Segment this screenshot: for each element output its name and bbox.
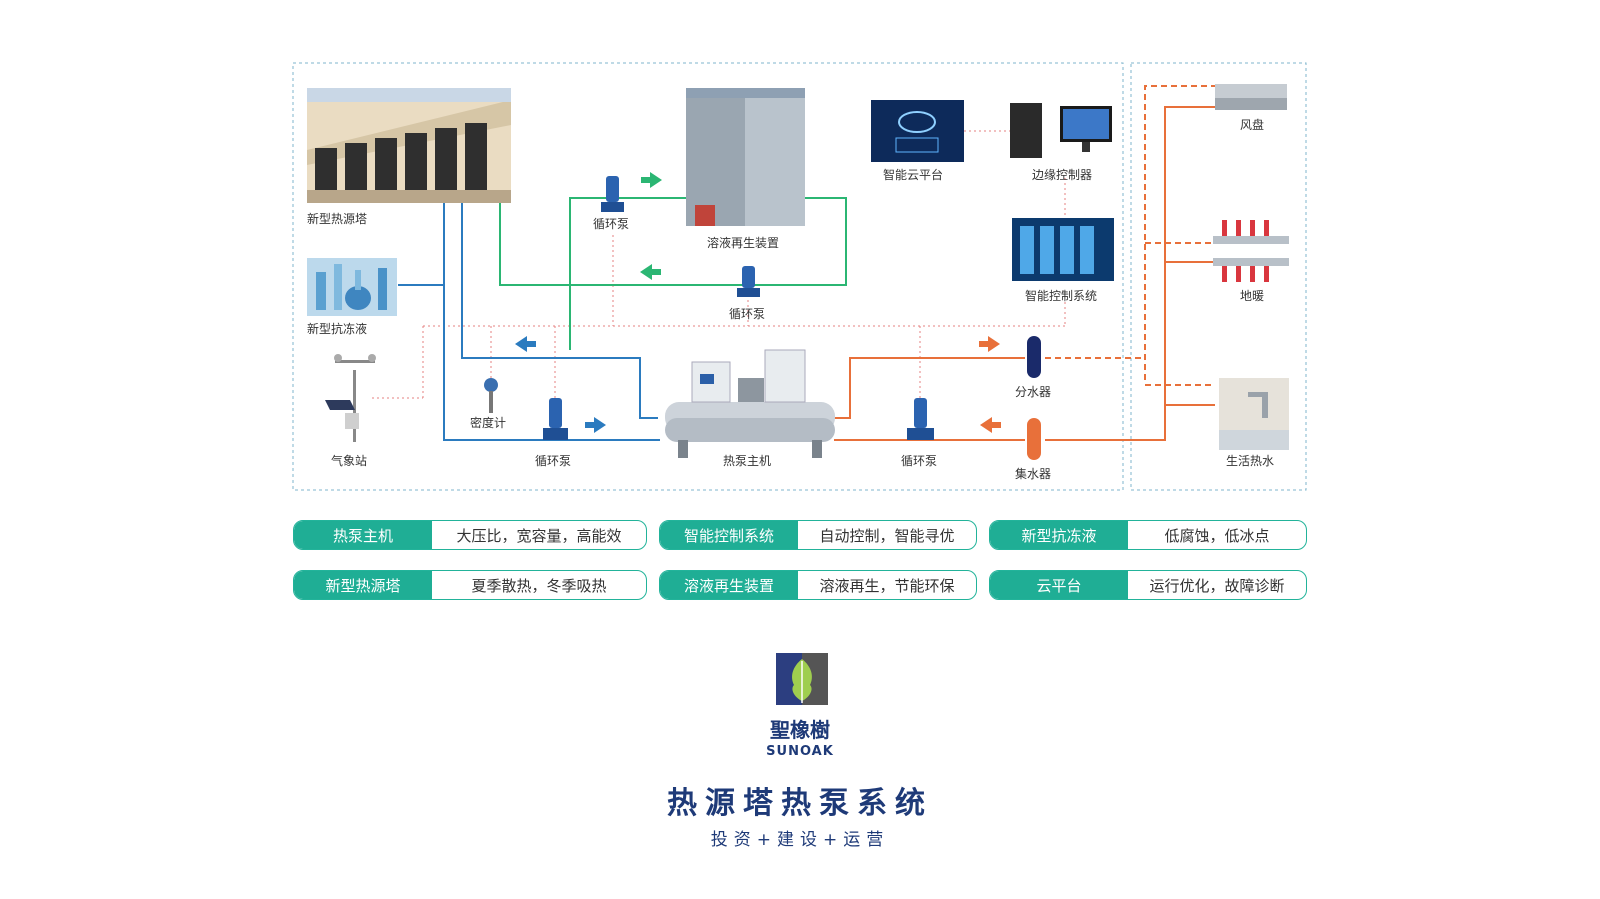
floorheat-image [1213, 220, 1289, 282]
control-lines [372, 130, 1066, 400]
pump-left-image [543, 398, 568, 440]
label-pump-left: 循环泵 [535, 454, 572, 468]
label-pump-right: 循环泵 [901, 454, 938, 468]
feature-value: 低腐蚀，低冰点 [1164, 526, 1270, 545]
smart-control-image [1012, 218, 1114, 281]
feature-value: 大压比，宽容量，高能效 [456, 526, 622, 545]
feature-key: 新型抗冻液 [990, 521, 1128, 549]
heat-source-tower-image [307, 88, 511, 203]
feature-antifreeze: 新型抗冻液 低腐蚀，低冰点 [989, 520, 1307, 550]
feature-cloud: 云平台 运行优化，故障诊断 [989, 570, 1307, 600]
feature-value: 溶液再生，节能环保 [819, 576, 955, 595]
system-title: 热源塔热泵系统 [667, 786, 933, 821]
feature-value: 自动控制，智能寻优 [819, 526, 955, 545]
weather-station-image [325, 354, 376, 442]
feature-key: 云平台 [990, 571, 1128, 599]
feature-value: 运行优化，故障诊断 [1149, 576, 1285, 595]
antifreeze-image [307, 258, 397, 316]
regeneration-pipes [499, 197, 847, 350]
label-collector: 集水器 [1015, 467, 1052, 481]
label-regen: 溶液再生装置 [707, 236, 780, 250]
density-meter-image [484, 378, 498, 413]
label-antifreeze: 新型抗冻液 [307, 322, 368, 336]
terminal-frame [1130, 62, 1307, 491]
main-frame [292, 62, 1124, 491]
feature-key: 溶液再生装置 [660, 571, 798, 599]
label-weather: 气象站 [331, 454, 368, 468]
orange-arrows [979, 336, 1001, 433]
oak-leaf-logo-icon [776, 653, 828, 705]
hotwater-image [1219, 378, 1289, 450]
label-density: 密度计 [470, 416, 507, 430]
blue-arrows [515, 336, 606, 433]
label-cloud: 智能云平台 [883, 168, 944, 182]
label-pump-top: 循环泵 [593, 217, 630, 231]
feature-key: 新型热源塔 [294, 571, 432, 599]
cloud-platform-image [871, 100, 964, 162]
feature-key: 热泵主机 [294, 521, 432, 549]
source-pipes [398, 203, 660, 441]
pump-mid-image [737, 266, 760, 297]
label-hotwater: 生活热水 [1226, 454, 1275, 468]
logo-en: SUNOAK [766, 744, 834, 759]
green-arrows [640, 172, 662, 280]
pump-top-image [601, 176, 624, 212]
label-smartctrl: 智能控制系统 [1025, 289, 1098, 303]
distributor-image [1027, 336, 1041, 378]
feature-value: 夏季散热，冬季吸热 [471, 576, 607, 595]
label-floorheat: 地暖 [1240, 289, 1265, 303]
pump-right-image [907, 398, 934, 440]
system-subtitle: 投资+建设+运营 [710, 830, 890, 850]
label-fancoil: 风盘 [1240, 118, 1265, 132]
label-edge: 边缘控制器 [1032, 168, 1093, 182]
user-return-dashed [1045, 85, 1215, 386]
logo-cn: 聖橡樹 [770, 718, 830, 742]
regeneration-device-image [686, 88, 805, 226]
feature-heatpump: 热泵主机 大压比，宽容量，高能效 [293, 520, 647, 550]
collector-image [1027, 418, 1041, 460]
label-pump-mid: 循环泵 [729, 307, 766, 321]
feature-smartctrl: 智能控制系统 自动控制，智能寻优 [659, 520, 977, 550]
label-tower: 新型热源塔 [307, 212, 368, 226]
feature-regen: 溶液再生装置 溶液再生，节能环保 [659, 570, 977, 600]
feature-tower: 新型热源塔 夏季散热，冬季吸热 [293, 570, 647, 600]
edge-controller-image [1010, 103, 1112, 158]
label-distributor: 分水器 [1015, 385, 1052, 399]
heat-pump-unit-image [665, 349, 835, 458]
fancoil-image [1215, 84, 1287, 110]
feature-key: 智能控制系统 [660, 521, 798, 549]
label-heatpump: 热泵主机 [723, 454, 772, 468]
